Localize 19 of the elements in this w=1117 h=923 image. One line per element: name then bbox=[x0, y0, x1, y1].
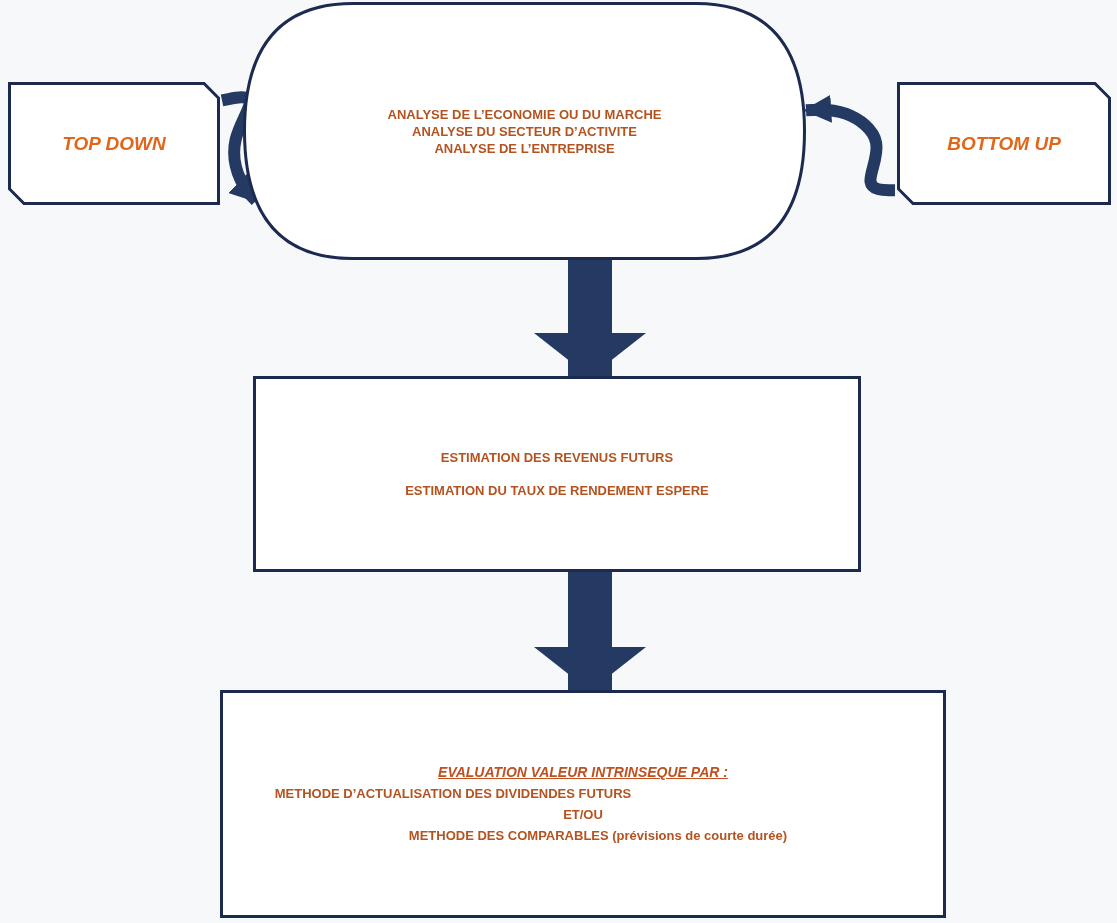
process-box bbox=[897, 82, 1111, 205]
node-text: ANALYSE DU SECTEUR D’ACTIVITE bbox=[412, 122, 637, 140]
node-text: ESTIMATION DES REVENUS FUTURS bbox=[440, 449, 674, 466]
node-text: ANALYSE DE L’ECONOMIE OU DU MARCHE bbox=[387, 105, 662, 123]
arrow bbox=[803, 94, 896, 197]
node-text: BOTTOM UP bbox=[947, 135, 1061, 152]
node-text: ET/OU bbox=[563, 806, 603, 824]
node-text: ANALYSE DE L’ENTREPRISE bbox=[434, 139, 615, 157]
node-text: TOP DOWN bbox=[62, 135, 166, 152]
process-box bbox=[8, 82, 220, 205]
node-text: METHODE DES COMPARABLES (prévisions de courte durée) bbox=[408, 827, 788, 845]
arrow bbox=[537, 571, 643, 691]
process-box bbox=[253, 376, 861, 572]
arrow bbox=[537, 259, 643, 377]
rounded-box bbox=[243, 2, 806, 260]
node-text: METHODE D’ACTUALISATION DES DIVIDENDES FUTURS bbox=[274, 785, 632, 803]
node-text: ESTIMATION DU TAUX DE RENDEMENT ESPERE bbox=[405, 482, 709, 499]
process-box bbox=[220, 690, 946, 918]
node-text: EVALUATION VALEUR INTRINSEQUE PAR : bbox=[438, 763, 728, 782]
